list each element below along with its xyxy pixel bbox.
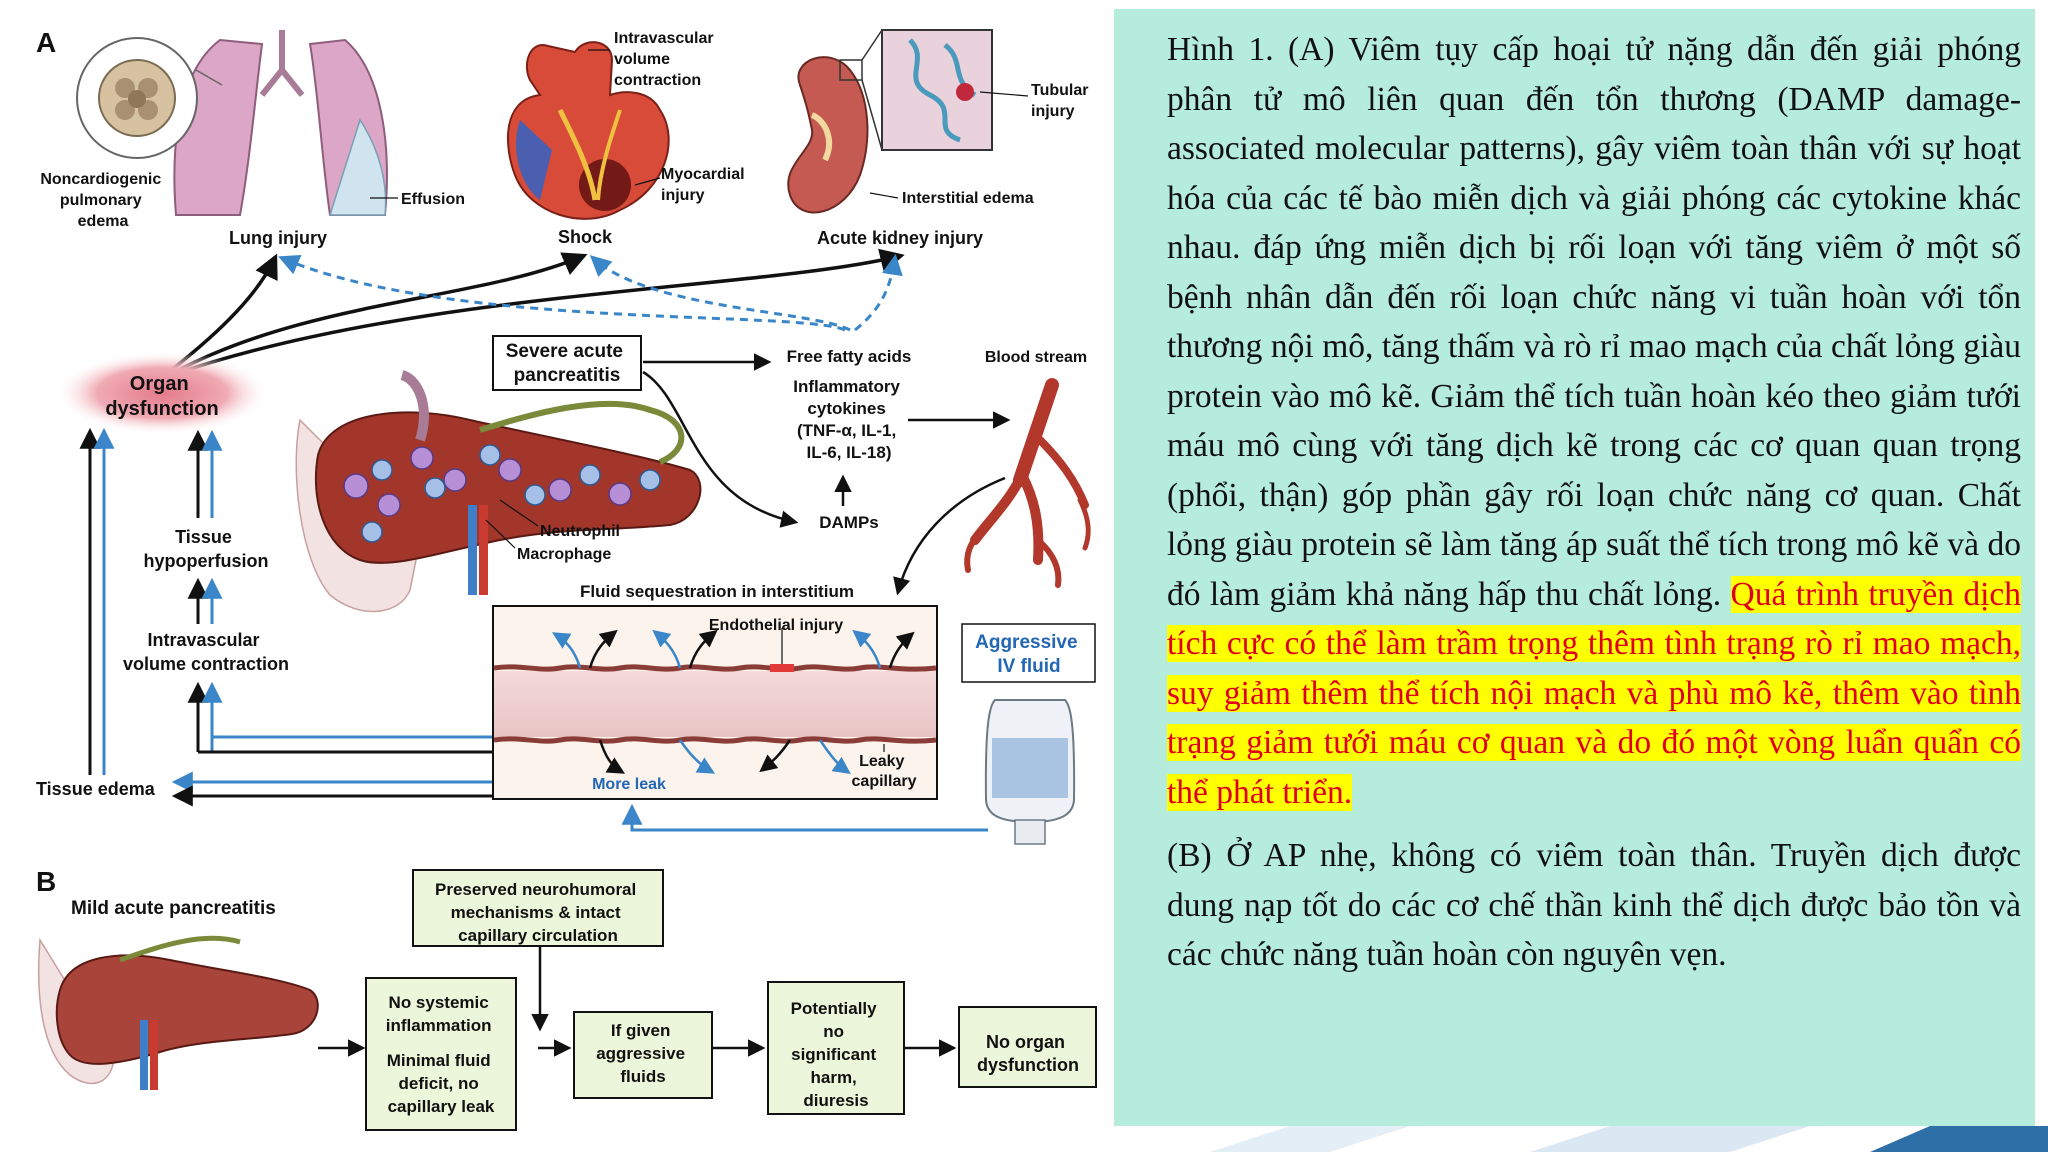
kidney-illustration [787,29,1029,214]
organ-arrows [163,248,905,377]
blood-stream-label: Blood stream [985,349,1087,366]
svg-text:Myocardial injury: Myocardial injury [661,166,749,204]
svg-text:Tissue hypoperfusion: Tissue hypoperfusion [144,527,269,571]
panel-a-letter: A [36,27,56,58]
mediator-arrows [642,353,1011,596]
left-chain-arrows [79,427,492,807]
svg-text:Aggressive IV fluid: Aggressive IV fluid [975,632,1083,677]
svg-text:Organ dysfunction: Organ dysfunction [105,373,218,420]
panel-b-letter: B [36,866,56,897]
no-organ-box [958,1006,1097,1088]
no-systemic-box [365,977,517,1131]
potentially-box [767,981,905,1115]
svg-text:No organ dysfunction: No organ dysfunction [977,1032,1079,1075]
no-organ-label: No organ [986,1032,1065,1052]
caption-a-normal-text: Hình 1. (A) Viêm tụy cấp hoại tử nặng dẫ… [1167,31,2021,613]
damps-label: DAMPs [819,513,879,532]
mild-pancreas-illustration [37,935,319,1090]
capillary-leak-arrows [551,629,915,775]
no-systemic-label: No systemic [389,993,489,1012]
macrophage-label: Macrophage [517,546,611,563]
effusion-label: Effusion [401,191,465,208]
bottom-decoration [1210,1126,2048,1152]
panel-b-arrows [318,946,957,1057]
if-given-label: If given [611,1021,671,1040]
tissue-edema-label: Tissue edema [36,779,156,799]
pancreas-illustration [295,370,702,613]
if-given-box [573,1011,713,1099]
myocardial-injury-label: Myocardial [661,166,745,183]
tubular-injury-label: Tubular [1031,82,1088,99]
free-fatty-acids-label: Free fatty acids [787,347,912,366]
svg-text:If given aggressive fl: If given aggressive fluids [596,1021,690,1086]
svg-text:No systemic inflammation: No systemic inflammation Minimal fluid d… [386,993,497,1116]
interstitial-edema-label: Interstitial edema [902,190,1034,207]
svg-text:Tubular injury: Tubular injury [1031,82,1093,120]
lung-illustration [76,30,388,216]
lung-injury-label: Lung injury [229,228,327,248]
severe-pancreatitis-box [492,335,642,391]
svg-text:Intravascular volume contr: Intravascular volume contraction [123,630,289,674]
leaky-capillary-label: Leaky [859,753,904,770]
organ-dysfunction-glow [54,351,270,435]
caption-panel: Hình 1. (A) Viêm tụy cấp hoại tử nặng dẫ… [1114,9,2035,1126]
tissue-hypoperfusion-label: Tissue [175,527,232,547]
mild-pancreatitis-label: Mild acute pancreatitis [71,898,276,919]
svg-text:Inflammatory cytokines: Inflammatory cytokines (TNF-α, IL-1, IL-… [793,377,904,462]
svg-text:Severe acute pancreatitis: Severe acute pancreatitis [506,341,629,386]
acute-kidney-injury-label: Acute kidney injury [817,228,983,248]
aggressive-iv-label: Aggressive [975,632,1077,653]
heart-illustration [506,41,670,220]
svg-text:Leaky capillary: Leaky capillary [852,753,917,790]
blood-vessel-illustration [964,378,1091,588]
iv-to-capillary-arrow [621,803,988,832]
svg-text:Preserved neurohumoral mec: Preserved neurohumoral mechanisms & inta… [435,880,641,945]
pancreatitis-figure: A Noncardiogenic pulmonary edema Effusio… [36,27,1097,1131]
neutrophil-label: Neutrophil [540,523,620,540]
preserved-box [412,869,664,947]
iv-bag-icon [984,699,1076,845]
inflammatory-cytokines-label: Inflammatory [793,377,900,396]
svg-text:Noncardiogenic pulmonary: Noncardiogenic pulmonary edema [40,171,165,230]
lung-edema-label: Noncardiogenic [40,171,161,188]
organ-dysfunction-label: Organ [130,373,189,395]
svg-text:Intravascular volume c: Intravascular volume contraction [614,30,718,89]
shock-label: Shock [558,227,613,247]
caption-paragraph-b: (B) Ở AP nhẹ, không có viêm toàn thân. T… [1167,837,2021,973]
potentially-label: Potentially [791,999,878,1018]
more-leak-label: More leak [592,776,666,793]
fluid-sequestration-label: Fluid sequestration in interstitium [580,582,854,601]
endothelial-injury-label: Endothelial injury [709,617,843,634]
preserved-label: Preserved neurohumoral [435,880,636,899]
caption-paragraph-a: Hình 1. (A) Viêm tụy cấp hoại tử nặng dẫ… [1167,25,2022,817]
severe-pancreatitis-label: Severe acute [506,341,623,362]
svg-text:Potentially no signifi: Potentially no significant harm, diuresi… [791,999,882,1110]
intravascular-volume-label: Intravascular [614,30,714,47]
intravascular-contraction-label: Intravascular [147,630,259,650]
aggressive-iv-box [961,623,1096,683]
